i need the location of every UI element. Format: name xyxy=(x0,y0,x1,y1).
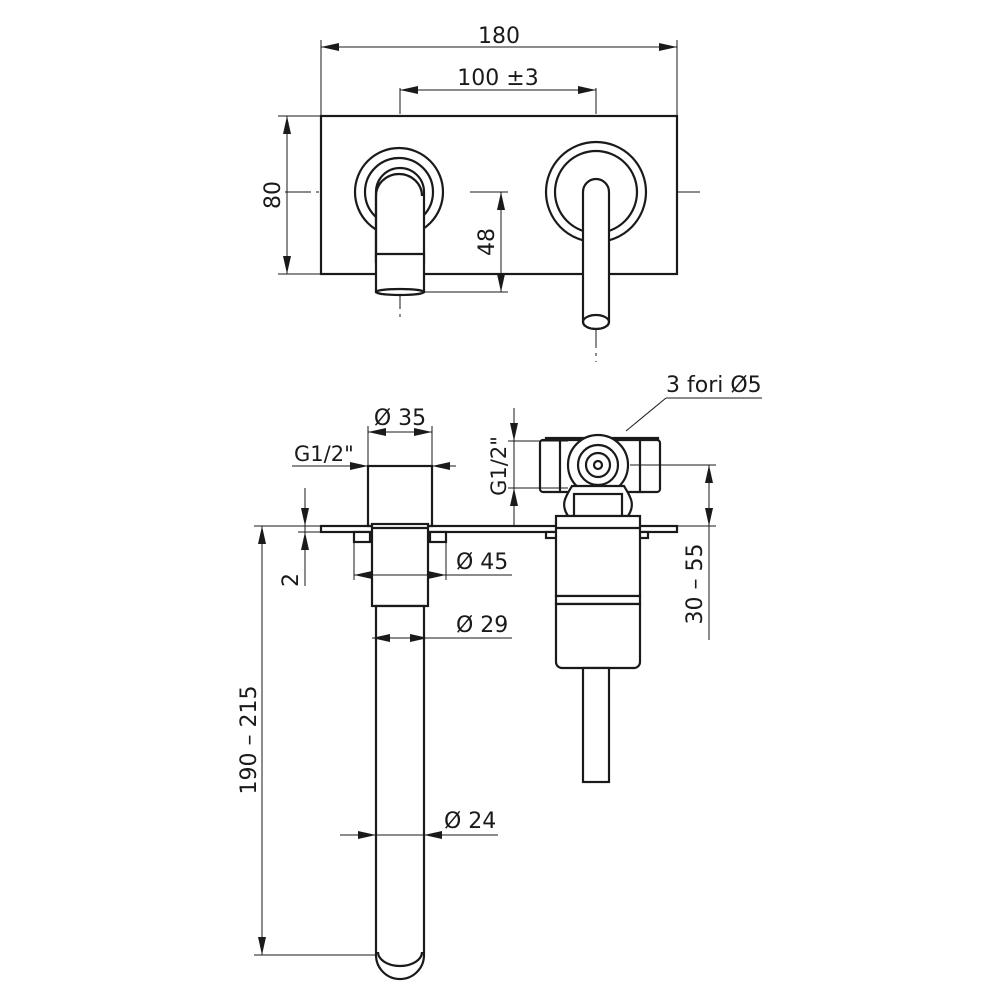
dimension-30-55: 30 – 55 xyxy=(630,464,716,640)
dimension-dia29: Ø 29 xyxy=(372,613,512,642)
holes-leader: 3 fori Ø5 xyxy=(625,373,762,432)
dim-text-190-215: 190 – 215 xyxy=(237,686,262,795)
spout-rosette xyxy=(353,146,445,297)
dimension-dia35: Ø 35 xyxy=(367,406,433,526)
dim-text-dia24: Ø 24 xyxy=(444,809,496,834)
dim-text-100: 100 ±3 xyxy=(457,66,538,91)
dimension-180: 180 xyxy=(320,24,678,116)
dim-text-dia29: Ø 29 xyxy=(456,613,508,638)
dimension-100: 100 ±3 xyxy=(400,66,596,94)
dimension-2: 2 xyxy=(279,488,321,587)
dim-text-thread-left: G1/2" xyxy=(294,442,354,466)
spout-side-view xyxy=(319,464,679,981)
dimension-48: 48 xyxy=(424,191,508,293)
dim-text-48: 48 xyxy=(475,228,500,256)
dim-text-thread-right: G1/2" xyxy=(487,436,511,496)
dim-text-holes: 3 fori Ø5 xyxy=(666,373,762,398)
dim-text-2: 2 xyxy=(279,573,304,587)
dimension-80: 80 xyxy=(261,115,321,275)
mixer-side-view xyxy=(538,433,662,784)
dim-text-80: 80 xyxy=(261,181,286,209)
dimension-thread-left: G1/2" xyxy=(292,442,456,470)
dim-text-180: 180 xyxy=(478,24,520,49)
front-view: 180 100 ±3 80 48 xyxy=(261,24,700,362)
wall-plate-section xyxy=(319,524,679,534)
dim-text-dia35: Ø 35 xyxy=(374,406,426,431)
dimension-dia45: Ø 45 xyxy=(353,542,512,580)
dimension-dia24: Ø 24 xyxy=(340,809,498,839)
dim-text-dia45: Ø 45 xyxy=(456,550,508,575)
mixer-rosette xyxy=(544,140,648,331)
dimension-190-215: 190 – 215 xyxy=(237,525,376,956)
dim-text-30-55: 30 – 55 xyxy=(683,544,708,625)
dimension-thread-right: G1/2" xyxy=(487,408,568,526)
